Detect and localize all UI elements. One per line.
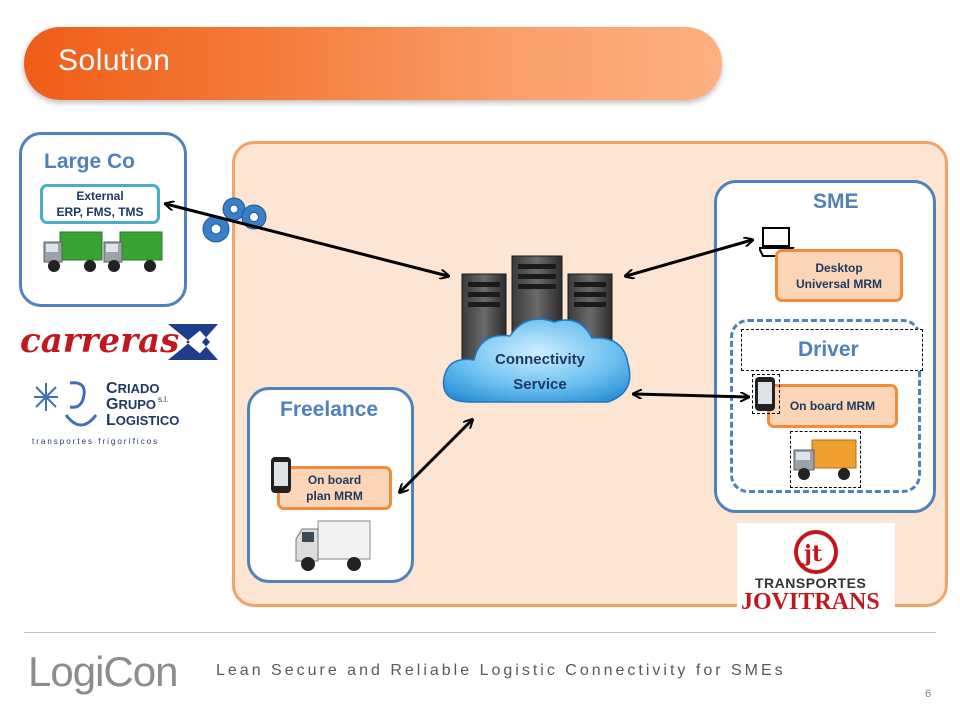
arrow-service-driver bbox=[634, 394, 748, 397]
truck-frame bbox=[790, 431, 861, 488]
svg-text:carreras: carreras bbox=[20, 321, 179, 361]
jovitrans-logo: jt TRANSPORTES JOVITRANS bbox=[737, 523, 895, 619]
page-title: Solution bbox=[58, 44, 171, 77]
external-erp-label: External ERP, FMS, TMS bbox=[56, 189, 144, 219]
arrow-largeco-service bbox=[166, 204, 448, 276]
page-number: 6 bbox=[925, 688, 932, 700]
cloud-shape bbox=[442, 318, 631, 403]
criado-logo: CRIADO GRUPO LOGISTICO s.l. transportes … bbox=[26, 375, 179, 450]
driver-title: Driver bbox=[798, 338, 859, 361]
external-erp-box: External ERP, FMS, TMS bbox=[40, 184, 160, 224]
arrow-service-freelance bbox=[400, 420, 472, 492]
desktop-mrm-box: Desktop Universal MRM bbox=[775, 249, 903, 302]
svg-text:jt: jt bbox=[802, 541, 823, 567]
footer-divider bbox=[24, 632, 936, 633]
orange-truck-icon bbox=[793, 439, 857, 480]
phone-frame bbox=[752, 374, 780, 414]
green-trucks-icon bbox=[43, 231, 163, 272]
onboard-plan-mrm-box: On board plan MRM bbox=[277, 466, 392, 510]
carreras-logo: carreras bbox=[20, 321, 218, 361]
desktop-mrm-label: Desktop Universal MRM bbox=[795, 260, 883, 291]
title-banner bbox=[24, 27, 722, 100]
connectivity-service-graphic bbox=[442, 255, 631, 403]
logicon-logo: LogiCon bbox=[28, 648, 178, 695]
white-truck-icon bbox=[295, 520, 371, 571]
driver-phone-icon bbox=[755, 377, 775, 411]
onboard-mrm-label: On board MRM bbox=[789, 399, 876, 413]
snowflake-icon bbox=[34, 381, 98, 427]
phone-icon bbox=[271, 457, 291, 493]
jovitrans-emblem: jt bbox=[794, 530, 838, 574]
sme-title: SME bbox=[813, 190, 859, 213]
connectivity-service-label: Connectivity Service bbox=[494, 351, 585, 393]
driver-panel bbox=[730, 319, 921, 493]
large-co-title: Large Co bbox=[44, 150, 136, 173]
arrow-service-sme bbox=[626, 240, 752, 276]
freelance-title: Freelance bbox=[280, 398, 379, 421]
onboard-plan-mrm-label: On board plan MRM bbox=[306, 473, 363, 503]
driver-title-box bbox=[741, 329, 923, 371]
footer-tagline: Lean Secure and Reliable Logistic Connec… bbox=[216, 662, 786, 679]
